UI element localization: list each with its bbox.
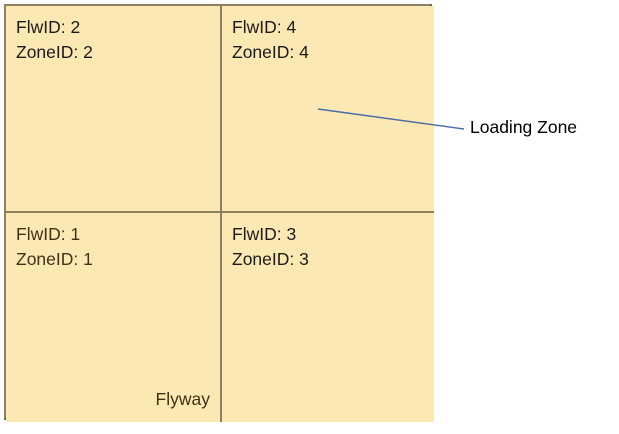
zone-cell-bottom-right-labels: FlwID: 3 ZoneID: 3 [232, 222, 309, 272]
loading-zone-callout-label: Loading Zone [470, 117, 578, 137]
zone-id-label: ZoneID: 4 [232, 41, 309, 62]
zone-cell-bottom-right[interactable]: FlwID: 3 ZoneID: 3 [220, 211, 434, 422]
zone-cell-bottom-left-labels: FlwID: 1 ZoneID: 1 [16, 222, 93, 272]
zone-cell-top-right-labels: FlwID: 4 ZoneID: 4 [232, 15, 309, 65]
flw-id-label: FlwID: 2 [16, 17, 81, 37]
zone-id-label: ZoneID: 2 [16, 41, 93, 62]
flw-id-label: FlwID: 1 [16, 224, 81, 244]
zone-cell-top-right[interactable]: FlwID: 4 ZoneID: 4 [220, 6, 434, 211]
flw-id-label: FlwID: 4 [232, 17, 297, 37]
flw-id-label: FlwID: 3 [232, 224, 297, 244]
zone-id-label: ZoneID: 1 [16, 248, 93, 269]
flyway-caption: Flyway [155, 389, 210, 409]
zone-grid: FlwID: 2 ZoneID: 2 FlwID: 4 ZoneID: 4 Fl… [4, 4, 434, 422]
zone-cell-bottom-left[interactable]: FlwID: 1 ZoneID: 1 Flyway [6, 211, 220, 422]
zone-cell-top-left[interactable]: FlwID: 2 ZoneID: 2 [6, 6, 220, 211]
zone-id-label: ZoneID: 3 [232, 248, 309, 269]
zone-cell-top-left-labels: FlwID: 2 ZoneID: 2 [16, 15, 93, 65]
